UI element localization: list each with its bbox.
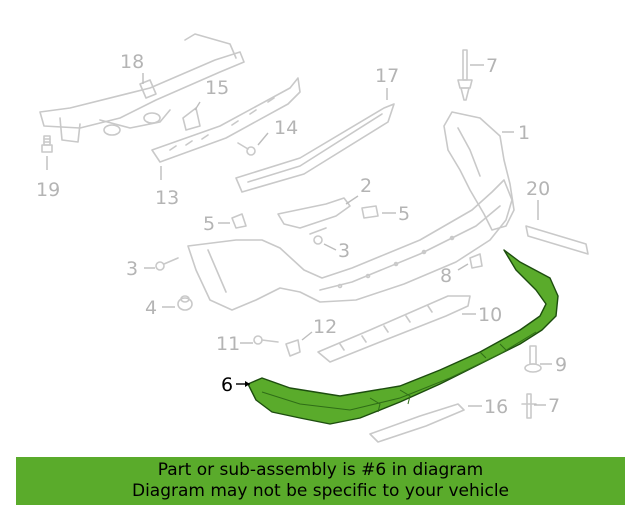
part-5-clip-right <box>361 205 379 219</box>
part-10-absorber <box>317 295 471 363</box>
part-7-push-pin-top <box>457 49 473 101</box>
callout-7-top: 7 <box>486 55 498 77</box>
part-3-screw-left <box>155 257 179 271</box>
callout-12: 12 <box>313 316 337 338</box>
part-15-bracket <box>182 107 201 131</box>
parts-diagram: 18 15 19 13 14 17 7 <box>36 33 589 443</box>
callout-3-left: 3 <box>126 258 138 280</box>
part-20-strip <box>525 225 589 255</box>
part-12-clip <box>285 339 301 357</box>
part-7-push-pin-bottom <box>521 393 537 419</box>
part-17-step-pad <box>235 103 395 193</box>
callout-13: 13 <box>155 187 179 209</box>
part-13-reinforcement <box>151 77 301 163</box>
callout-18: 18 <box>120 51 144 73</box>
banner-line-1: Part or sub-assembly is #6 in diagram <box>157 460 484 480</box>
callout-16: 16 <box>484 396 508 418</box>
part-16-trim-strip <box>369 403 465 443</box>
part-19-bolt <box>41 135 53 153</box>
part-18-hitch-receiver <box>39 33 245 143</box>
callout-8: 8 <box>440 265 452 287</box>
callout-19: 19 <box>36 179 60 201</box>
part-bumper-cover-main <box>187 179 513 311</box>
callout-11: 11 <box>216 333 240 355</box>
callout-4: 4 <box>145 297 157 319</box>
callout-9: 9 <box>555 354 567 376</box>
callout-10: 10 <box>478 304 502 326</box>
part-3-screw-center <box>309 227 327 245</box>
banner-line-2: Diagram may not be specific to your vehi… <box>131 481 509 501</box>
part-8-clip <box>469 253 483 269</box>
callout-7-bottom: 7 <box>548 395 560 417</box>
callout-15: 15 <box>205 77 229 99</box>
info-banner: Part or sub-assembly is #6 in diagram Di… <box>16 457 625 505</box>
part-5-clip-left <box>231 213 247 229</box>
part-2-bracket <box>277 197 351 229</box>
callout-14: 14 <box>274 117 298 139</box>
part-14-screw <box>237 142 256 156</box>
part-9-bolt <box>524 345 542 373</box>
callout-5-right: 5 <box>398 203 410 225</box>
callout-5-left: 5 <box>203 213 215 235</box>
callout-17: 17 <box>375 65 399 87</box>
callout-6: 6 <box>221 374 233 396</box>
part-6-lower-valance-highlighted <box>247 249 559 425</box>
callout-1: 1 <box>518 122 530 144</box>
part-1-bumper-side <box>443 111 515 231</box>
callout-3-center: 3 <box>338 240 350 262</box>
part-11-screw <box>253 335 279 345</box>
part-4-grommet <box>177 295 193 311</box>
callout-2: 2 <box>360 175 372 197</box>
callout-20: 20 <box>526 178 550 200</box>
